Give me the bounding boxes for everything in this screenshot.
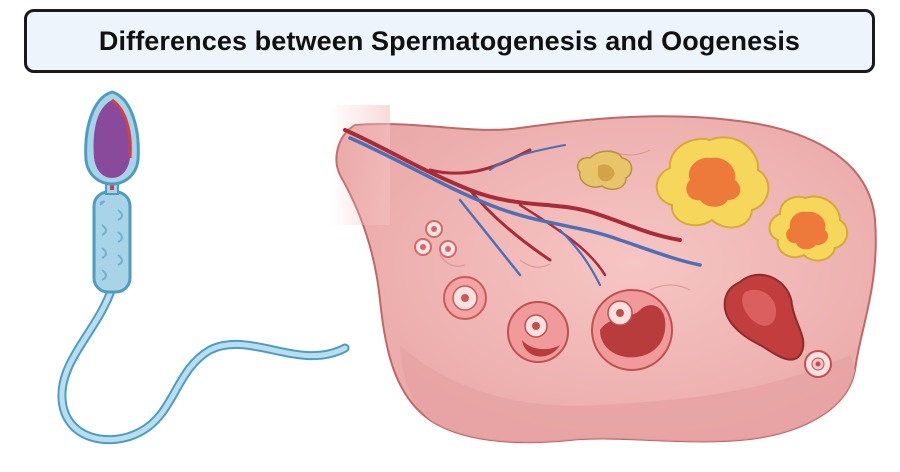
sperm-nucleus: [93, 100, 131, 178]
corpus-luteum-large: [655, 136, 770, 229]
graafian-follicle: [591, 289, 673, 371]
corpus-luteum-medium: [768, 195, 849, 262]
title-banner: Differences between Spermatogenesis and …: [24, 9, 875, 73]
released-oocyte: [804, 350, 832, 378]
blood-vessels: [343, 128, 702, 287]
corpus-albicans: [576, 150, 633, 191]
secondary-follicle: [507, 301, 569, 363]
ruptured-follicle: [723, 273, 805, 361]
page-title: Differences between Spermatogenesis and …: [98, 25, 801, 56]
sperm-cell-illustration: [57, 90, 350, 445]
primordial-follicles: [414, 220, 457, 258]
sperm-midpiece: [92, 190, 132, 294]
ovary-illustration: [330, 105, 877, 444]
primary-follicle: [443, 276, 487, 320]
